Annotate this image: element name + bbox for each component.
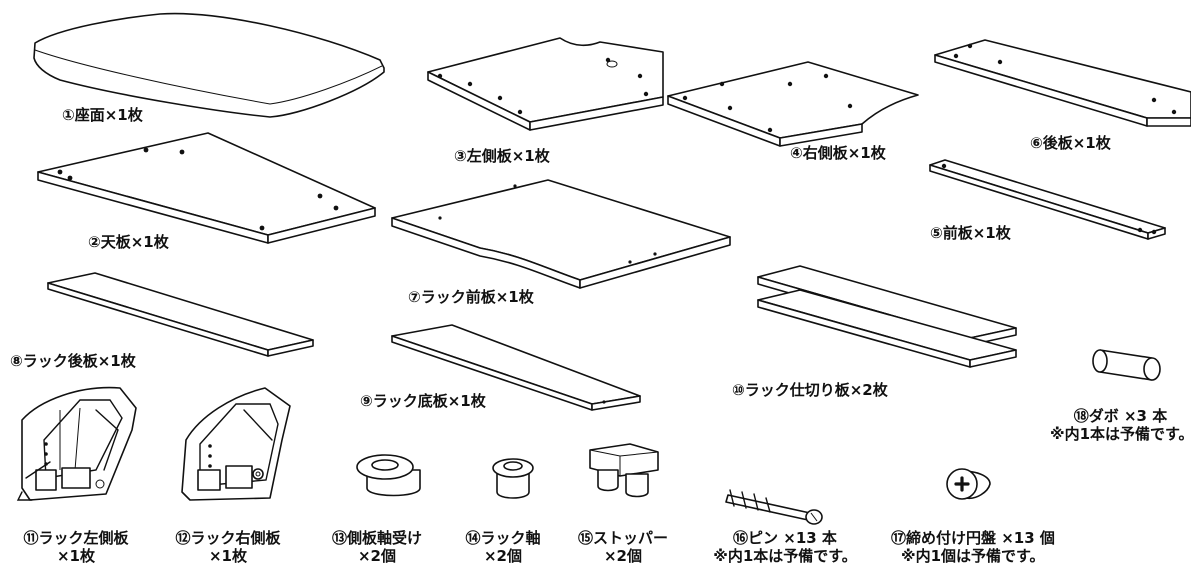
part-5-front-board-illustration bbox=[929, 159, 1166, 240]
part-17-note: ※内1個は予備です。 bbox=[901, 547, 1045, 565]
part-5-label: ⑤前板×1枚 bbox=[930, 224, 1011, 242]
part-13-name: ⑬側板軸受け bbox=[331, 529, 422, 547]
part-17-label: ⑰締め付け円盤 ×13 個 ※内1個は予備です。 bbox=[891, 529, 1151, 565]
part-8-rack-back-illustration bbox=[47, 272, 314, 357]
part-17-cam-disc-illustration bbox=[946, 468, 991, 500]
part-18-name: ⑱ダボ ×3 本 bbox=[1073, 407, 1168, 425]
part-11-name: ⑪ラック左側板 bbox=[23, 529, 129, 547]
part-13-bearing-illustration bbox=[356, 454, 421, 497]
part-7-rack-front-illustration bbox=[391, 179, 731, 289]
part-14-qty: ×2個 bbox=[483, 547, 522, 565]
part-15-stopper-illustration bbox=[589, 443, 659, 498]
part-9-label: ⑨ラック底板×1枚 bbox=[360, 392, 486, 410]
part-6-back-board-illustration bbox=[934, 39, 1191, 127]
part-13-label: ⑬側板軸受け ×2個 bbox=[316, 529, 438, 565]
part-16-name: ⑯ピン ×13 本 bbox=[733, 529, 837, 547]
part-13-qty: ×2個 bbox=[357, 547, 396, 565]
part-7-label: ⑦ラック前板×1枚 bbox=[408, 288, 534, 306]
part-1-label: ①座面×1枚 bbox=[62, 106, 143, 124]
part-2-label: ②天板×1枚 bbox=[88, 233, 169, 251]
part-3-label: ③左側板×1枚 bbox=[454, 147, 550, 165]
part-9-rack-bottom-illustration bbox=[391, 324, 641, 411]
part-12-qty: ×1枚 bbox=[208, 547, 247, 565]
part-15-qty: ×2個 bbox=[603, 547, 642, 565]
part-14-label: ⑭ラック軸 ×2個 bbox=[448, 529, 558, 565]
part-12-label: ⑫ラック右側板 ×1枚 bbox=[160, 529, 296, 565]
part-1-seat-illustration bbox=[33, 12, 385, 118]
part-12-name: ⑫ラック右側板 bbox=[175, 529, 281, 547]
part-12-rack-right-panel-illustration bbox=[181, 387, 291, 501]
part-15-label: ⑮ストッパー ×2個 bbox=[563, 529, 683, 565]
part-4-right-side-illustration bbox=[667, 61, 919, 147]
part-15-name: ⑮ストッパー bbox=[577, 529, 668, 547]
part-14-rack-shaft-illustration bbox=[492, 458, 534, 499]
part-6-label: ⑥後板×1枚 bbox=[1030, 134, 1111, 152]
part-11-label: ⑪ラック左側板 ×1枚 bbox=[10, 529, 142, 565]
part-18-dowel-illustration bbox=[1092, 349, 1161, 381]
part-11-rack-left-panel-illustration bbox=[16, 386, 137, 501]
part-18-label: ⑱ダボ ×3 本 ※内1本は予備です。 bbox=[1050, 407, 1191, 443]
part-8-label: ⑧ラック後板×1枚 bbox=[10, 352, 136, 370]
part-11-qty: ×1枚 bbox=[56, 547, 95, 565]
part-16-pin-illustration bbox=[725, 489, 823, 525]
part-18-note: ※内1本は予備です。 bbox=[1050, 425, 1191, 443]
part-4-label: ④右側板×1枚 bbox=[790, 144, 886, 162]
part-16-label: ⑯ピン ×13 本 ※内1本は予備です。 bbox=[684, 529, 886, 565]
part-17-name: ⑰締め付け円盤 ×13 個 bbox=[891, 529, 1055, 547]
part-2-top-board-illustration bbox=[37, 132, 376, 244]
part-10-label: ⑩ラック仕切り板×2枚 bbox=[732, 381, 888, 399]
part-3-left-side-illustration bbox=[427, 37, 664, 131]
part-14-name: ⑭ラック軸 bbox=[465, 529, 541, 547]
part-16-note: ※内1本は予備です。 bbox=[713, 547, 857, 565]
part-10-partition-illustration bbox=[757, 265, 1017, 368]
